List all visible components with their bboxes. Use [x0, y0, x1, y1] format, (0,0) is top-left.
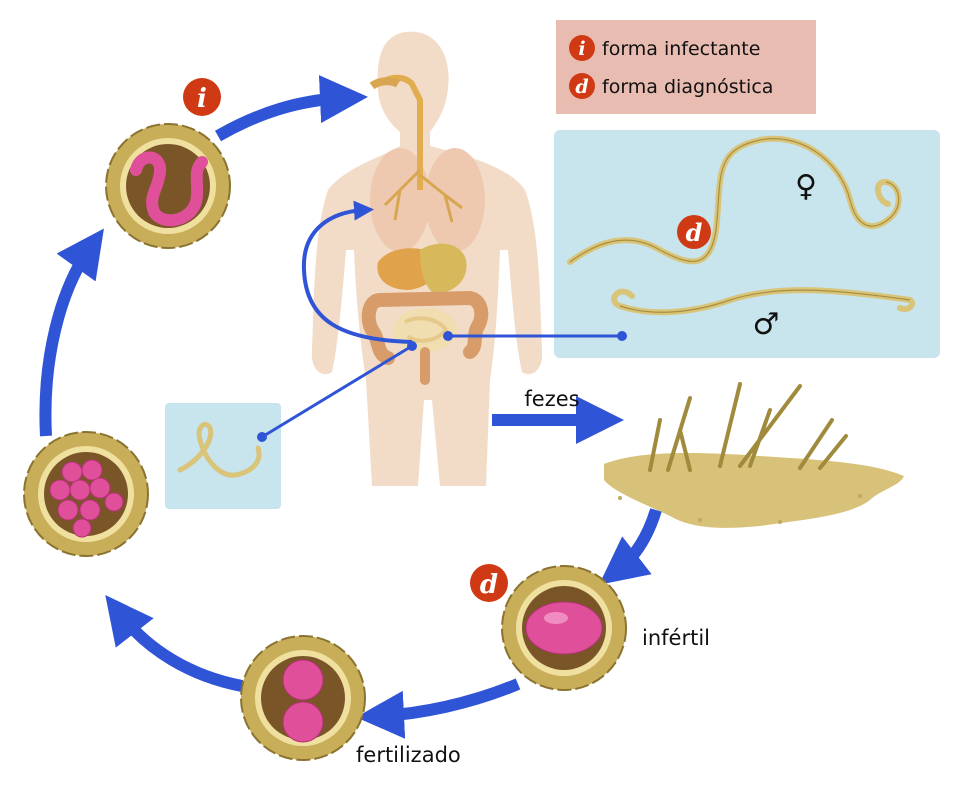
adult-worms-panel: ♀ ♂ d: [554, 130, 940, 358]
diagnostic-egg-badge-symbol: d: [480, 570, 498, 600]
larva-icon: [177, 422, 262, 478]
infective-badge-icon-cycle: [183, 78, 221, 116]
connectors: [257, 200, 627, 442]
arrow-embryonated-to-infective: [39, 228, 104, 437]
legend-infective-symbol: i: [578, 38, 585, 60]
legend-diagnostic-label: forma diagnóstica: [602, 76, 773, 98]
label-infertil: infértil: [642, 626, 710, 650]
male-symbol: ♂: [753, 307, 780, 342]
legend-infective-label: forma infectante: [602, 38, 760, 60]
arrow-soil-to-infertile: [599, 508, 662, 585]
legend-item-infectante: i forma infectante: [569, 35, 760, 61]
arrow-egg-to-fertilized: [356, 678, 521, 739]
infective-egg: [105, 123, 231, 249]
infective-badge-icon: [569, 35, 595, 61]
multicell-egg: [23, 431, 149, 557]
diagnostic-worms-badge-icon: [677, 215, 711, 249]
fertilized-egg: [240, 635, 366, 761]
diagnostic-worms-badge-symbol: d: [686, 218, 703, 247]
label-fezes: fezes: [524, 387, 579, 411]
cycle-arrows: [39, 75, 662, 739]
soil: [604, 382, 904, 528]
legend-item-diagnostica: d forma diagnóstica: [569, 73, 773, 99]
legend: i forma infectante d forma diagnóstica: [556, 20, 816, 114]
arrow-fertilized-to-embryonated: [105, 595, 244, 692]
label-fertilizado: fertilizado: [356, 743, 461, 767]
coiled-larva-icon: [130, 151, 208, 227]
diagnostic-egg-badge-icon: [470, 564, 508, 602]
larva-panel: [165, 403, 281, 509]
legend-diagnostic-symbol: d: [575, 76, 588, 98]
infertile-egg: [501, 565, 627, 691]
infective-badge-symbol: i: [197, 84, 207, 114]
arrow-infective-to-human: [215, 75, 368, 142]
diagnostic-badge-icon: [569, 73, 595, 99]
female-symbol: ♀: [795, 169, 817, 204]
